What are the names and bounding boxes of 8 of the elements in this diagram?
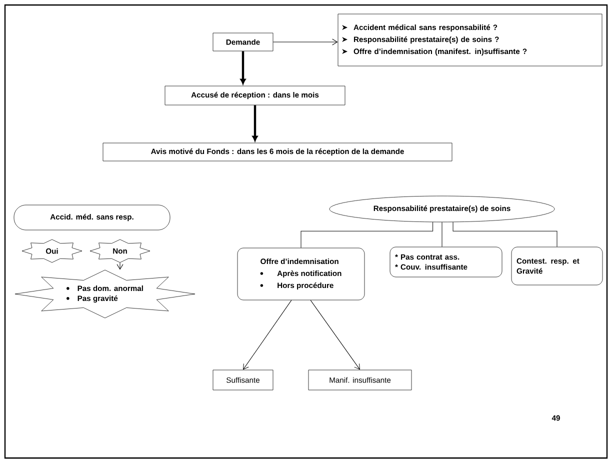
arrow (272, 38, 338, 46)
arrow (310, 300, 360, 370)
arrow (243, 300, 292, 370)
connector-line (452, 222, 558, 248)
arrow (240, 51, 246, 84)
arrow (116, 262, 124, 270)
arrow (252, 105, 258, 142)
connector-line (300, 222, 434, 248)
